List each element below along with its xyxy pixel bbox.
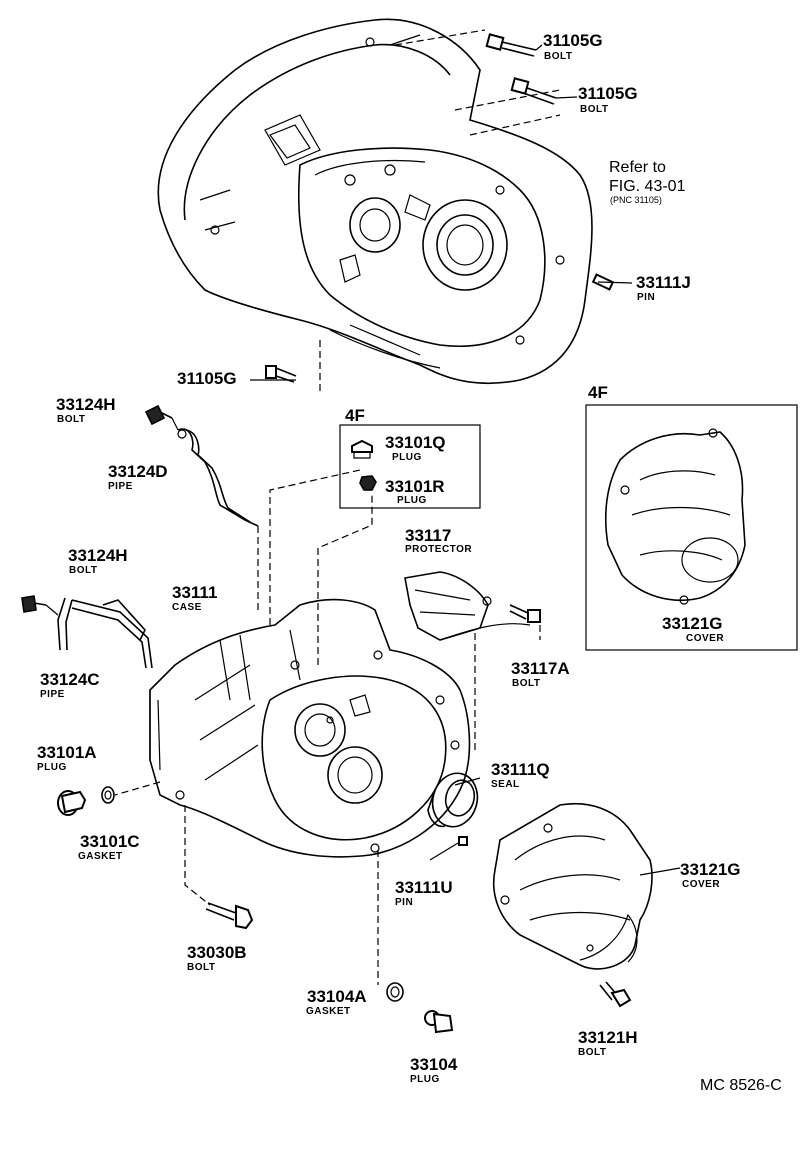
pipe-33124c-drawing	[57, 597, 153, 669]
part-name: PLUG	[397, 495, 427, 506]
part-number: 33124H	[56, 395, 116, 414]
seal-33111q-drawing	[427, 772, 479, 828]
label-plug-33101q: 33101Q PLUG	[385, 433, 446, 463]
cover-variant-box	[585, 404, 798, 651]
part-number: 33121H	[578, 1028, 638, 1047]
part-number: 33117A	[511, 659, 570, 678]
label-bolt-33121h: 33121H BOLT	[578, 1028, 638, 1058]
part-name: PIPE	[108, 481, 133, 492]
part-number: 33101R	[385, 477, 445, 496]
label-bolt-33030b: 33030B BOLT	[187, 943, 247, 973]
part-name: GASKET	[78, 851, 123, 862]
label-plug-33101a: 33101A PLUG	[37, 743, 97, 773]
part-name: BOLT	[578, 1047, 606, 1058]
part-number: 33111J	[636, 273, 691, 292]
label-pipe-33124d: 33124D PIPE	[108, 462, 168, 492]
part-name: COVER	[686, 633, 724, 644]
part-number: 31105G	[177, 369, 237, 388]
part-name: BOLT	[57, 414, 85, 425]
cover-33121g-lower-drawing	[493, 802, 653, 970]
part-name: PLUG	[37, 762, 67, 773]
label-cover-33121g-a: 33121G COVER	[662, 614, 724, 644]
part-number: 33124D	[108, 462, 168, 481]
leader-lines	[45, 44, 681, 985]
label-pin-33111j: 33111J PIN	[636, 273, 691, 303]
label-gasket-33104a: 33104A GASKET	[306, 987, 367, 1017]
label-pin-33111u: 33111U PIN	[395, 878, 453, 908]
part-number: 33104	[410, 1055, 458, 1074]
bolt-31105g-second-drawing	[510, 77, 557, 105]
part-name: PROTECTOR	[405, 544, 472, 555]
plug-33101a-drawing	[57, 790, 87, 816]
part-number: 31105G	[543, 31, 603, 50]
part-number: 33121G	[662, 614, 723, 633]
part-number: 33111	[172, 583, 217, 602]
part-name: PLUG	[392, 452, 422, 463]
part-name: CASE	[172, 602, 202, 613]
bolt-33121h-drawing	[599, 981, 632, 1008]
label-gasket-33101c: 33101C GASKET	[78, 832, 140, 862]
label-refer: Refer to FIG. 43-01 (PNC 31105)	[609, 159, 686, 205]
plug-box-drawing	[339, 424, 481, 509]
label-plug-33101r: 33101R PLUG	[385, 477, 445, 506]
part-name: BOLT	[187, 962, 215, 973]
part-name: PLUG	[410, 1074, 440, 1085]
part-number: 33101Q	[385, 433, 446, 452]
label-bolt-33124h-b: 33124H BOLT	[68, 546, 128, 576]
diagram-code: MC 8526-C	[700, 1077, 782, 1094]
part-number: 33117	[405, 526, 451, 545]
label-pipe-33124c: 33124C PIPE	[40, 670, 100, 700]
part-number: 33111Q	[491, 760, 550, 779]
label-bolt-33124h-a: 33124H BOLT	[56, 395, 116, 425]
part-number: 33124H	[68, 546, 128, 565]
refer-line-1: Refer to	[609, 159, 666, 176]
part-number: 33104A	[307, 987, 367, 1006]
bolt-31105g-top-drawing	[485, 33, 537, 57]
bolt-33124h-upper-drawing	[144, 404, 173, 426]
label-bolt-31105g-a: 31105G BOLT	[543, 31, 603, 62]
bolt-33030b-drawing	[205, 902, 254, 930]
plug-33104-drawing	[424, 1010, 454, 1034]
bolt-33124h-lower-drawing	[21, 595, 47, 613]
part-name: PIPE	[40, 689, 65, 700]
bolt-33117a-drawing	[509, 604, 541, 623]
variant-label-plugs: 4F	[345, 406, 365, 425]
part-name: BOLT	[512, 678, 540, 689]
gasket-33101c-drawing	[101, 786, 115, 804]
part-name: BOLT	[580, 104, 608, 115]
transaxle-housing-drawing	[157, 18, 593, 385]
part-number: 33101C	[80, 832, 140, 851]
protector-33117-drawing	[404, 571, 531, 641]
label-cover-33121g-b: 33121G COVER	[680, 860, 741, 890]
transaxle-case-drawing	[149, 598, 471, 858]
part-name: BOLT	[69, 565, 97, 576]
refer-line-3: (PNC 31105)	[610, 195, 662, 205]
label-bolt-33117a: 33117A BOLT	[511, 659, 570, 689]
part-number: 31105G	[578, 84, 638, 103]
pipe-33124d-drawing	[177, 428, 259, 527]
bolt-31105g-bottom-drawing	[265, 365, 297, 383]
part-number: 33124C	[40, 670, 100, 689]
part-name: BOLT	[544, 51, 572, 62]
refer-line-2: FIG. 43-01	[609, 178, 686, 195]
part-name: PIN	[395, 897, 413, 908]
part-name: SEAL	[491, 779, 520, 790]
label-case-33111: 33111 CASE	[172, 583, 217, 613]
part-number: 33030B	[187, 943, 247, 962]
part-name: GASKET	[306, 1006, 351, 1017]
label-bolt-31105g-c: 31105G	[177, 369, 237, 388]
part-name: PIN	[637, 292, 655, 303]
label-seal-33111q: 33111Q SEAL	[491, 760, 550, 790]
variant-label-cover: 4F	[588, 383, 608, 402]
pin-33111u-drawing	[458, 836, 468, 846]
gasket-33104a-drawing	[386, 982, 404, 1002]
part-number: 33121G	[680, 860, 741, 879]
part-number: 33101A	[37, 743, 97, 762]
part-number: 33111U	[395, 878, 453, 897]
label-bolt-31105g-b: 31105G BOLT	[578, 84, 638, 115]
label-plug-33104: 33104 PLUG	[410, 1055, 458, 1085]
part-name: COVER	[682, 879, 720, 890]
label-protector-33117: 33117 PROTECTOR	[405, 526, 472, 555]
